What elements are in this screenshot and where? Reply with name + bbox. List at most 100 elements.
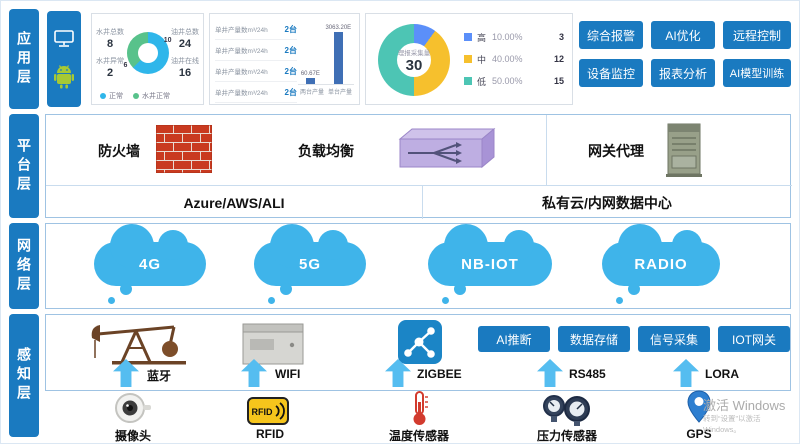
- legend-label: 高: [477, 32, 487, 43]
- protocol-label-zigbee: ZIGBEE: [417, 367, 462, 381]
- production-rows: 单井产量数m³/24h 2台 单井产量数m³/24h 2台 单井产量数m³/24…: [215, 19, 297, 103]
- production-row: 单井产量数m³/24h 2台: [215, 82, 297, 103]
- stat-value: 2: [106, 67, 114, 79]
- ai-training-button[interactable]: AI模型训练: [723, 59, 791, 87]
- legend-value: 12: [553, 54, 564, 64]
- zigbee-icon: [398, 320, 442, 364]
- legend-label: 水井正常: [142, 93, 170, 100]
- device-label-rfid: RFID: [256, 427, 284, 441]
- windows-watermark-line2: 转到“设置”以激活 Windows。: [703, 414, 761, 434]
- protocol-label-lora: LORA: [705, 367, 739, 381]
- network-cloud-nbiot: NB-IOT: [428, 224, 552, 304]
- legend-item: 低 50.00% 15: [464, 70, 564, 92]
- gateway-server-icon: [660, 120, 708, 180]
- report-button[interactable]: 报表分析: [651, 59, 715, 87]
- cloud-puff: [628, 283, 640, 295]
- network-cloud-radio: RADIO: [602, 224, 720, 304]
- cloud-puff: [442, 297, 449, 304]
- rfid-icon: RFID: [247, 397, 293, 427]
- legend-value: 3: [558, 32, 564, 42]
- signal-capture-button[interactable]: 信号采集: [638, 326, 710, 352]
- dashboard-panel-gauge: 理报采集量 30 高 10.00% 3 中 40.00% 12 低 50.00%: [365, 13, 573, 105]
- alarm-button[interactable]: 综合报警: [579, 21, 643, 49]
- protocol-label-rs485: RS485: [569, 367, 606, 381]
- field-device-box-icon: [242, 323, 304, 365]
- cloud-puff: [108, 297, 115, 304]
- thermometer-icon: [408, 390, 431, 426]
- donut-value: 6: [123, 62, 128, 69]
- load-balancer-label: 负载均衡: [298, 143, 354, 159]
- monitor-icon: [54, 29, 74, 47]
- platform-divider-vertical: [546, 115, 547, 185]
- category-label: 两台产量: [299, 90, 324, 96]
- cloud-puff: [280, 283, 292, 295]
- row-label: 单井产量数m³/24h: [215, 48, 268, 55]
- legend-label: 中: [477, 54, 487, 65]
- ai-optimize-button[interactable]: AI优化: [651, 21, 715, 49]
- row-value: 2台: [284, 66, 297, 76]
- legend-swatch: [133, 93, 139, 99]
- legend-label: 正常: [109, 93, 123, 100]
- gauge-center-value: 30: [405, 56, 423, 74]
- cloud-puff: [616, 297, 623, 304]
- bar-value-label: 3063.20E: [325, 25, 352, 31]
- layer-label-application: 应用层: [9, 9, 39, 109]
- bar: [333, 32, 343, 84]
- stat-label: 水井总数: [96, 29, 124, 36]
- legend-percent: 50.00%: [492, 76, 523, 86]
- layer-label-perception: 感知层: [9, 314, 39, 437]
- stat-value: 24: [178, 38, 192, 50]
- gauge-donut-chart: 理报采集量 30: [378, 24, 450, 96]
- gauge-legend: 高 10.00% 3 中 40.00% 12 低 50.00% 15: [464, 26, 564, 92]
- gps-pin-icon: [687, 390, 711, 424]
- network-section: 4G 5G NB-IOT RADIO: [45, 223, 791, 309]
- stat-label: 水井异常: [96, 58, 124, 65]
- protocol-label-bluetooth: 蓝牙: [147, 369, 172, 383]
- legend-item: 正常: [100, 91, 123, 101]
- data-storage-button[interactable]: 数据存储: [558, 326, 630, 352]
- ai-inference-button[interactable]: AI推断: [478, 326, 550, 352]
- rfid-icon-text: RFID: [252, 407, 273, 417]
- legend-percent: 40.00%: [492, 54, 523, 64]
- bar-group: 60.67E: [301, 71, 320, 84]
- row-label: 单井产量数m³/24h: [215, 27, 268, 34]
- row-value: 2台: [284, 87, 297, 97]
- iot-gateway-button[interactable]: IOT网关: [718, 326, 790, 352]
- gauge-center-label: 理报采集量: [397, 49, 431, 57]
- app-clients-bar: [47, 11, 81, 107]
- legend-percent: 10.00%: [492, 32, 523, 42]
- bar-category-labels: 两台产量 单台产量: [298, 87, 354, 96]
- bar: [305, 78, 315, 84]
- well-legend: 正常 水井正常: [100, 91, 170, 101]
- platform-section: 防火墙 负载均衡: [45, 114, 792, 219]
- cloud-puff: [268, 297, 275, 304]
- legend-label: 低: [477, 76, 487, 87]
- dashboard-panel-production: 单井产量数m³/24h 2台 单井产量数m³/24h 2台 单井产量数m³/24…: [209, 13, 360, 105]
- bars-area: 60.67E 3063.20E: [298, 20, 354, 85]
- network-cloud-4g: 4G: [94, 224, 206, 304]
- device-monitor-button[interactable]: 设备监控: [579, 59, 643, 87]
- stat-label: 油井总数: [171, 29, 199, 36]
- dashboard-panel-well-stats: 水井总数 8 水井异常 2 10 6 油井总数 24 油井在线: [91, 13, 204, 105]
- stat-value: 8: [106, 38, 114, 50]
- load-balancer-icon: [386, 127, 496, 171]
- cloud-puff: [454, 283, 466, 295]
- android-icon: [54, 64, 74, 88]
- device-label-camera: 摄像头: [114, 429, 151, 443]
- well-stats-grid: 水井总数 8 水井异常 2 10 6 油井总数 24 油井在线: [96, 18, 199, 88]
- production-row: 单井产量数m³/24h 2台: [215, 61, 297, 82]
- layer-label-platform: 平台层: [9, 114, 39, 218]
- stat: 水井总数 8: [96, 27, 124, 50]
- bar-value-label: 60.67E: [300, 71, 320, 77]
- device-label-gps: GPS: [686, 427, 712, 441]
- legend-value: 15: [553, 76, 564, 86]
- gateway-label: 网关代理: [588, 143, 644, 159]
- stat-label: 油井在线: [171, 58, 199, 65]
- well-donut-chart: 10 6: [123, 32, 172, 74]
- remote-control-button[interactable]: 远程控制: [723, 21, 791, 49]
- production-bar-chart: 60.67E 3063.20E 两台产量 单台产量: [298, 20, 354, 100]
- legend-item: 中 40.00% 12: [464, 48, 564, 70]
- gauge-center: 理报采集量 30: [378, 24, 450, 96]
- stat: 水井异常 2: [96, 56, 124, 79]
